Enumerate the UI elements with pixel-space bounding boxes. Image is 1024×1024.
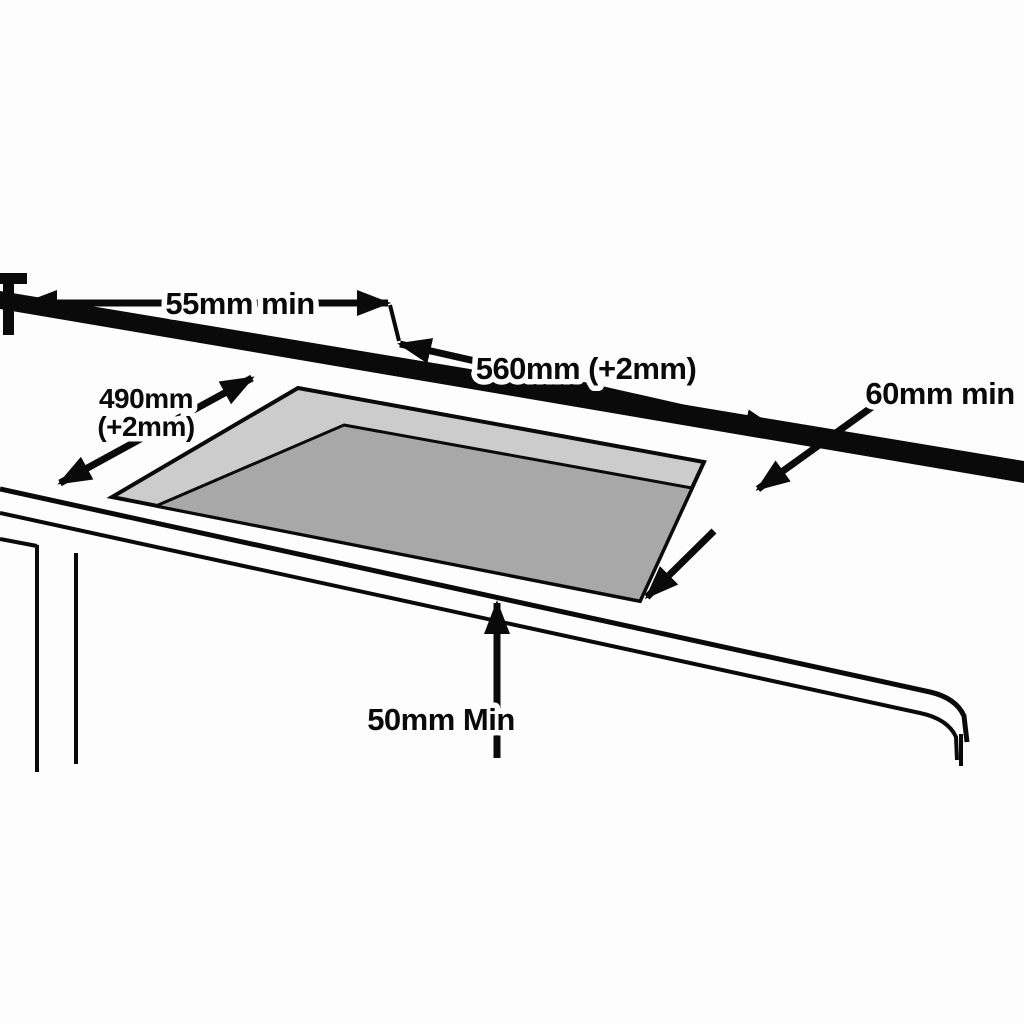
dimension-490mm: 490mm (+2mm) <box>57 374 255 487</box>
worktop-front-edge <box>0 486 970 766</box>
dimension-line-60mm-upper <box>755 404 875 492</box>
dimension-label-490mm-line1: 490mm <box>99 383 193 414</box>
dimension-50mm: 50mm Min <box>362 600 521 758</box>
dimension-label-50mm: 50mm Min <box>367 702 515 737</box>
dimension-label-55mm: 55mm min <box>165 286 314 321</box>
front-edge-top-line <box>0 486 970 743</box>
front-edge-bottom-line <box>0 511 959 761</box>
dimension-60mm: 60mm min <box>644 371 1021 600</box>
dimension-55mm: 55mm min <box>23 281 401 342</box>
dimension-line-560mm <box>397 338 779 435</box>
dimension-label-490mm-line2: (+2mm) <box>97 411 194 442</box>
extension-line-55-560 <box>388 304 401 342</box>
dimension-label-560mm: 560mm (+2mm) <box>476 351 697 386</box>
dimension-line-490mm <box>57 374 255 487</box>
dimension-line-60mm-lower <box>644 528 717 600</box>
dimension-label-60mm: 60mm min <box>865 376 1014 411</box>
dimension-560mm: 560mm (+2mm) <box>397 338 779 435</box>
cutout-opening <box>106 385 707 604</box>
cabinet-top-line <box>0 537 38 548</box>
cabinet-lines <box>0 537 78 772</box>
